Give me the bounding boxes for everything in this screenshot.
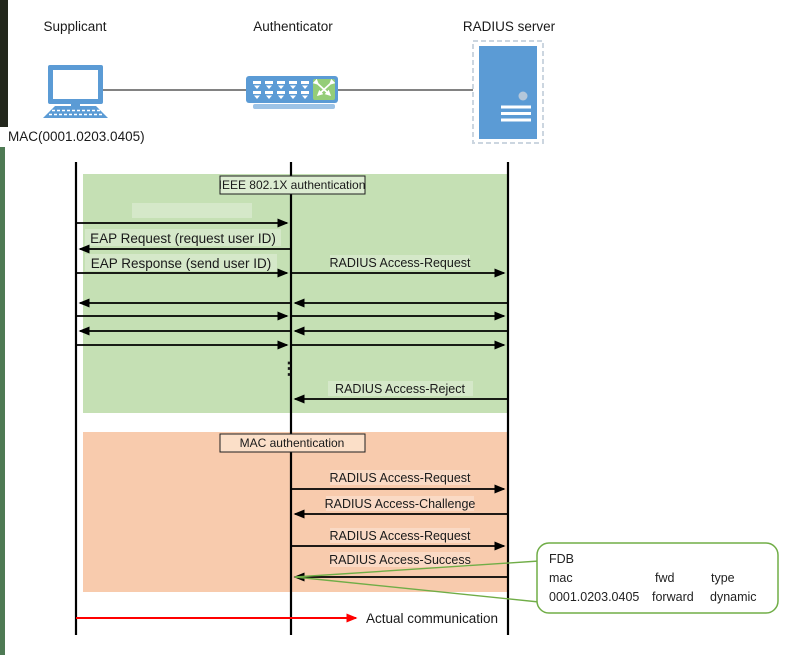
- fdb-callout-box: [536, 542, 779, 614]
- authenticator-switch-icon: [246, 76, 338, 109]
- fdb-title: FDB: [549, 552, 574, 566]
- eap-response-label: EAP Response (send user ID): [91, 256, 272, 271]
- radius-access-reject-label: RADIUS Access-Reject: [335, 382, 465, 396]
- eap-request-label: EAP Request (request user ID): [90, 231, 276, 246]
- fdb-val-type: dynamic: [710, 590, 757, 604]
- supplicant-label: Supplicant: [43, 19, 106, 34]
- mac-section-title-box: MAC authentication: [219, 433, 366, 453]
- page-edge-dark-bar: [0, 0, 8, 127]
- radius-server-label: RADIUS server: [463, 19, 556, 34]
- radius-access-success-label: RADIUS Access-Success: [329, 553, 471, 567]
- radius-server-icon: [472, 40, 544, 144]
- radius-access-request-label-2: RADIUS Access-Request: [329, 471, 471, 485]
- fdb-callout-pointer-top: [294, 560, 540, 578]
- fdb-col-fwd: fwd: [655, 571, 675, 585]
- radius-access-request-label-3: RADIUS Access-Request: [329, 529, 471, 543]
- fdb-callout-pointer-bottom: [294, 576, 540, 603]
- fdb-col-mac: mac: [549, 571, 573, 585]
- ieee-section-title: IEEE 802.1X authentication: [219, 178, 366, 192]
- fdb-callout: FDB mac fwd type 0001.0203.0405 forward …: [294, 542, 779, 614]
- supplicant-mac-label: MAC(0001.0203.0405): [8, 129, 145, 144]
- blank-message-highlight: [132, 203, 252, 218]
- ieee-section-title-box: IEEE 802.1X authentication: [219, 175, 366, 195]
- switch-crossover-icon: [312, 78, 336, 100]
- authenticator-label: Authenticator: [253, 19, 333, 34]
- mac-section-background: [83, 432, 508, 592]
- supplicant-computer-icon: [43, 65, 108, 118]
- page-edge-green-bar: [0, 147, 5, 655]
- radius-access-challenge-label: RADIUS Access-Challenge: [325, 497, 476, 511]
- radius-access-request-label-1: RADIUS Access-Request: [329, 256, 471, 270]
- unlabeled-exchange-arrows: [76, 298, 508, 350]
- actual-communication-label: Actual communication: [366, 611, 498, 626]
- fdb-col-type: type: [711, 571, 735, 585]
- fdb-val-fwd: forward: [652, 590, 694, 604]
- mac-section-title: MAC authentication: [240, 436, 345, 450]
- fdb-val-mac: 0001.0203.0405: [549, 590, 639, 604]
- repetition-ellipsis: ⋮: [281, 359, 298, 378]
- ieee-section-background: [83, 174, 508, 413]
- switch-ports: [253, 81, 309, 99]
